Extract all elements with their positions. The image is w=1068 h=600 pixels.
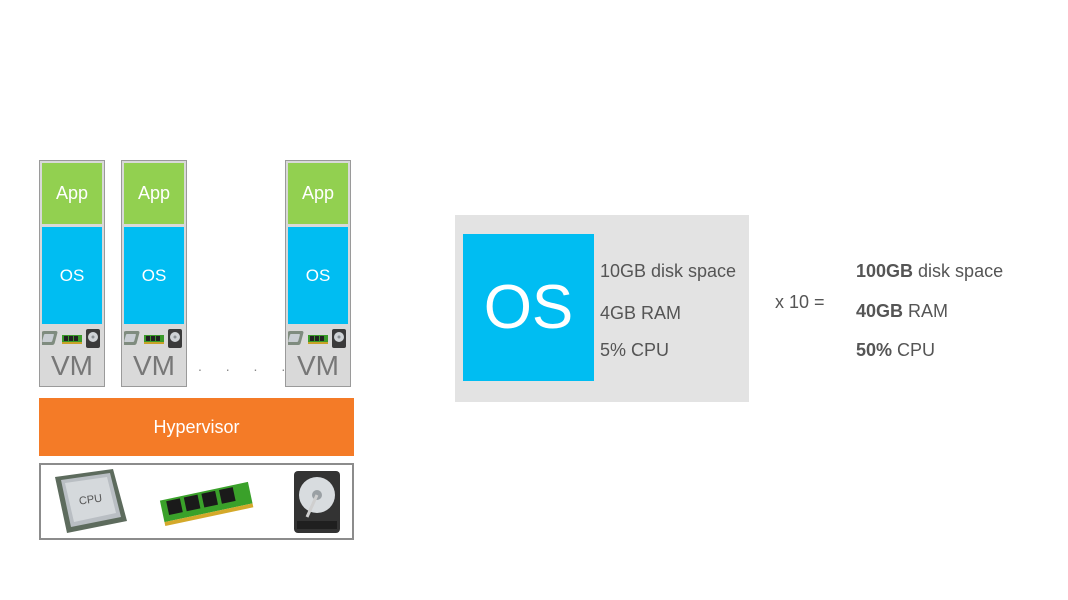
vm-stack-2: App OS VM <box>121 160 187 387</box>
total-disk: 100GB disk space <box>856 261 1003 282</box>
app-layer: App <box>42 163 102 224</box>
hardware-icons: CPU <box>55 469 340 533</box>
hard-drive-icon <box>294 471 340 533</box>
vm-label: VM <box>133 350 175 381</box>
ram-icon <box>159 481 254 527</box>
ellipsis: . . . . . <box>198 358 324 374</box>
total-disk-value: 100GB <box>856 261 914 281</box>
os-layer: OS <box>288 227 348 324</box>
app-layer: App <box>124 163 184 224</box>
total-ram-value: 40GB <box>856 301 904 321</box>
vm-label: VM <box>297 350 339 381</box>
os-layer: OS <box>42 227 102 324</box>
hypervisor-layer: Hypervisor <box>39 398 354 456</box>
cpu-icon: CPU <box>55 469 127 533</box>
spec-ram: 4GB RAM <box>600 303 682 323</box>
vm-stack-3: App OS VM <box>285 160 351 387</box>
total-ram: 40GB RAM <box>856 301 948 322</box>
os-layer: OS <box>124 227 184 324</box>
multiplier: x 10 = <box>775 292 825 312</box>
spec-cpu: 5% CPU <box>600 340 670 360</box>
vm-label: VM <box>51 350 93 381</box>
total-ram-unit: RAM <box>903 301 949 321</box>
app-layer: App <box>288 163 348 224</box>
vm-stack-1: App OS VM <box>39 160 105 387</box>
total-disk-unit: disk space <box>913 261 1004 281</box>
total-cpu-unit: CPU <box>892 340 936 360</box>
virtual-hardware-icons <box>124 329 182 348</box>
total-cpu-value: 50% <box>856 340 893 360</box>
physical-hardware: CPU <box>39 463 354 540</box>
os-block: OS <box>463 234 594 381</box>
cpu-chip-label: CPU <box>78 492 103 507</box>
virtual-hardware-icons <box>288 329 346 348</box>
total-cpu: 50% CPU <box>856 340 935 361</box>
virtual-hardware-icons <box>42 329 100 348</box>
spec-disk: 10GB disk space <box>600 261 737 281</box>
